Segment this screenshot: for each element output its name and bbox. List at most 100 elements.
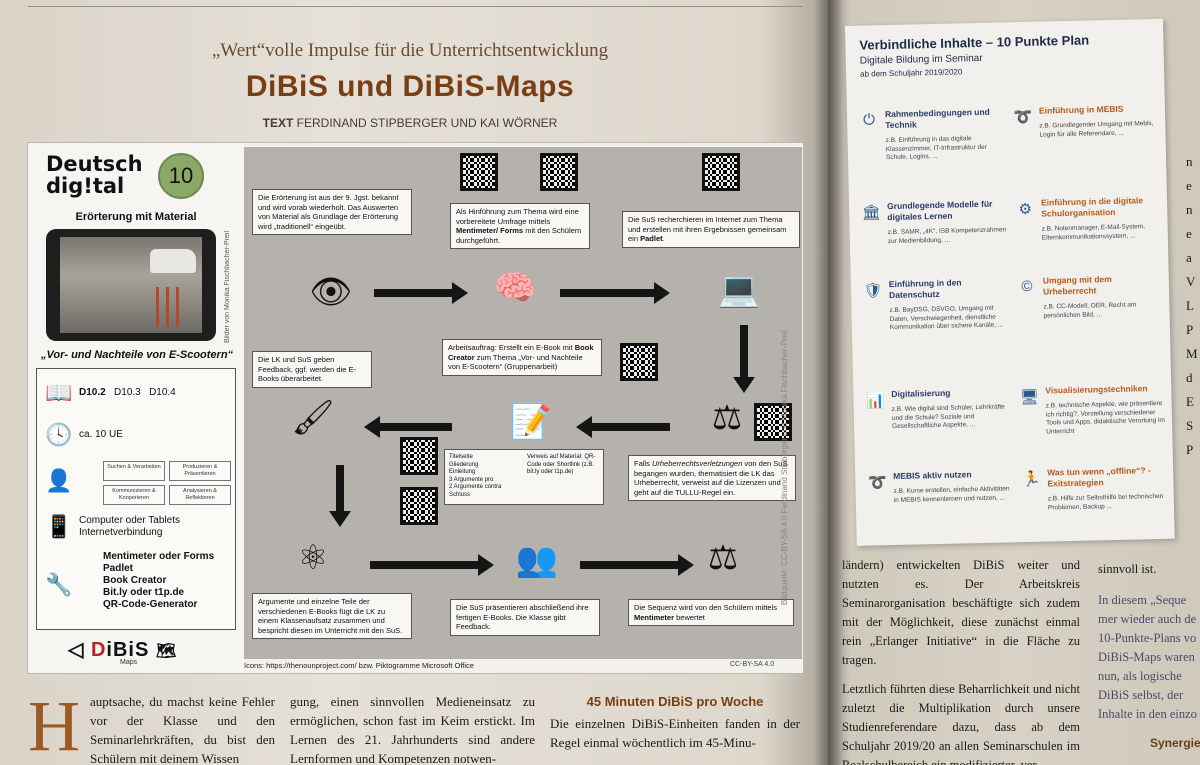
plan-item: 📊 Digitalisierung z.B. Wie digital sind …	[865, 386, 1014, 432]
clock-icon: 🕓	[45, 422, 73, 447]
step9-pre: Die Sequenz wird von den Schülern mittel…	[634, 603, 777, 612]
plan-item-desc: z.B. SAMR, „4K“, ISB Kompetenzrahmen zur…	[887, 226, 1007, 245]
dropcap: H	[28, 686, 80, 765]
plan-item: 🏛 Grundlegende Modelle für digitales Ler…	[861, 198, 1010, 246]
tablet-photo	[46, 229, 216, 341]
qr-code	[400, 487, 438, 525]
poster-side-panel: Deutsch dig!tal 10 Erörterung mit Materi…	[28, 143, 244, 673]
step-card-2: Als Hinführung zum Thema wird eine vorbe…	[450, 203, 590, 249]
step4-bold: Book Creator	[448, 343, 594, 362]
margin-letter: S	[1186, 418, 1194, 433]
scooter-photo	[60, 237, 202, 333]
step6-italic: Urheberrechtsverletzungen	[651, 459, 743, 468]
competency-cell: Suchen & Verarbeiten	[103, 461, 165, 481]
image-source-credit: Bildquelle: CC-BY-SA 4.0 Ferdinand Stipb…	[780, 330, 789, 605]
top-rule	[28, 6, 803, 7]
article-headline: DiBiS und DiBiS-Maps	[245, 70, 575, 103]
flow-arrow	[580, 554, 694, 576]
tools-icon: 🔧	[45, 572, 73, 597]
plan-item-desc: z.B. technische Aspekte, wie präsentiere…	[1045, 399, 1165, 436]
margin-letter: E	[1186, 394, 1194, 409]
plan-item-head: Umgang mit dem Urheberrecht	[1042, 274, 1112, 297]
step-card-8: Die SuS präsentieren abschließend ihre f…	[450, 599, 600, 636]
qr-code	[620, 343, 658, 381]
dibis-maps-logo: ◁ DiBiS 🗺	[68, 639, 178, 661]
plan-item-head: Grundlegende Modelle für digitales Lerne…	[886, 198, 993, 223]
lesson-poster: Deutsch dig!tal 10 Erörterung mit Materi…	[28, 143, 803, 673]
curriculum-row: 📖 D10.2 D10.3 D10.4	[43, 377, 175, 409]
margin-letter: V	[1186, 274, 1196, 289]
presenter-icon: 👤	[45, 468, 73, 493]
book-icon: 📖	[45, 380, 73, 405]
laptop-icon: 💻	[717, 271, 761, 309]
competency-cell: Analysieren & Reflektieren	[169, 485, 231, 505]
step2-bold: Mentimeter/ Forms	[456, 226, 524, 235]
duration-text: ca. 10 UE	[79, 429, 123, 440]
step-card-6: Falls Urheberrechtsverletzungen von den …	[628, 455, 796, 501]
col2-line: mer wieder auch de	[1098, 612, 1197, 626]
tool-item: Mentimeter oder Forms	[103, 551, 215, 562]
plan-item-desc: z.B. CC-Modell, OER, Recht am persönlich…	[1043, 301, 1137, 320]
byline-names: FERDINAND STIPBERGER UND KAI WÖRNER	[296, 116, 558, 130]
plan-item: ➰ MEBIS aktiv nutzen z.B. Kurse erstelle…	[867, 468, 1016, 505]
license-label: CC-BY-SA 4.0	[730, 661, 775, 668]
margin-letter: d	[1186, 370, 1193, 385]
margin-letter: e	[1186, 178, 1192, 193]
plan-item-desc: z.B. Wie digital sind Schüler, Lehrkräft…	[891, 403, 1005, 431]
competency-cell: Kommunizieren & Kooperieren	[103, 485, 165, 505]
flow-arrow	[576, 416, 670, 438]
eye-icon: 👁	[309, 273, 353, 311]
qr-code	[400, 437, 438, 475]
flow-arrow	[560, 282, 670, 304]
flow-arrow	[364, 416, 452, 438]
plan-item: 🖥 Visualisierungstechniken z.B. technisc…	[1019, 383, 1168, 437]
article-byline: TEXT FERDINAND STIPBERGER UND KAI WÖRNER	[0, 116, 820, 130]
material-reference: Verweis auf Material: QR-Code oder Short…	[527, 454, 596, 475]
devices-row: 📱 Computer oder Tablets Internetverbindu…	[43, 511, 180, 543]
devices-line2: Internetverbindung	[79, 527, 163, 538]
lesson-info-box: 📖 D10.2 D10.3 D10.4 🕓 ca. 10 UE 👤 Suchen…	[36, 368, 236, 630]
plan-item-desc: z.B. Grundlegender Umgang mit Mebis, Log…	[1039, 120, 1154, 139]
tools-list: Mentimeter oder Forms Padlet Book Creato…	[103, 551, 214, 611]
list-item: Gliederung	[449, 461, 479, 468]
plan-item: ➰ Einführung in MEBIS z.B. Grundlegender…	[1013, 103, 1162, 140]
network-icon: ⚛	[297, 539, 329, 577]
pen-hammer-icon: 🖌	[291, 399, 335, 437]
photo-credit: Bilder von Monika Fischbacher-Preil	[224, 231, 231, 344]
step2-pre: Als Hinführung zum Thema wird eine vorbe…	[456, 207, 579, 226]
ebook-structure-list: Titelseite Gliederung Einleitung 3 Argum…	[444, 449, 604, 505]
byline-label: TEXT	[262, 116, 294, 130]
plan-item: 🛡 Einführung in den Datenschutz z.B. Bay…	[863, 276, 1012, 333]
col2-line: sinnvoll ist.	[1098, 562, 1157, 576]
tool-item: Padlet	[103, 563, 134, 574]
plan-title: Verbindliche Inhalte – 10 Punkte Plan	[859, 32, 1090, 53]
list-item: 3 Argumente pro	[449, 476, 494, 483]
plan-item-desc: z.B. BayDSG, DSVGO, Umgang mit Daten, Ve…	[889, 304, 1004, 332]
plan-item-head: Rahmenbedingungen und Technik	[884, 106, 990, 131]
margin-letters: n e n e a V L P M d E S P	[1186, 150, 1200, 462]
plan-item-head: MEBIS aktiv nutzen	[893, 469, 972, 482]
plan-item: 🏃 Was tun wenn „offline“? - Exitstrategi…	[1021, 465, 1170, 513]
margin-letter: a	[1186, 250, 1192, 265]
plan-item: © Umgang mit dem Urheberrecht z.B. CC-Mo…	[1017, 273, 1166, 321]
devices-line1: Computer oder Tablets	[79, 515, 180, 526]
step-card-9: Die Sequenz wird von den Schülern mittel…	[628, 599, 794, 626]
margin-letter: e	[1186, 226, 1192, 241]
margin-letter: M	[1186, 346, 1198, 361]
brand-a: D	[90, 639, 107, 661]
plan-subtitle: Digitale Bildung im Seminar	[859, 52, 983, 67]
code-2: D10.3	[114, 387, 141, 398]
mebis-active-icon: ➰	[867, 474, 887, 492]
step6-post: von den SuS begangen wurden, thematisier…	[634, 459, 788, 497]
brand-b: iBiS	[106, 639, 150, 661]
qr-code	[754, 403, 792, 441]
logo-line2: dig!tal	[46, 174, 125, 198]
qr-code	[540, 153, 578, 191]
step2-post: mit den Schülern durchgeführt.	[456, 226, 582, 245]
list-item: Einleitung	[449, 469, 476, 475]
col2-line: 10-Punkte-Plans vo	[1098, 631, 1197, 645]
plan-item-head: Einführung in die digitale Schulorganisa…	[1040, 195, 1144, 219]
competency-grid: Suchen & Verarbeiten Produzieren & Präse…	[103, 461, 231, 505]
mebis-icon: ➰	[1013, 108, 1033, 127]
plan-item-head: Visualisierungstechniken	[1045, 383, 1148, 396]
